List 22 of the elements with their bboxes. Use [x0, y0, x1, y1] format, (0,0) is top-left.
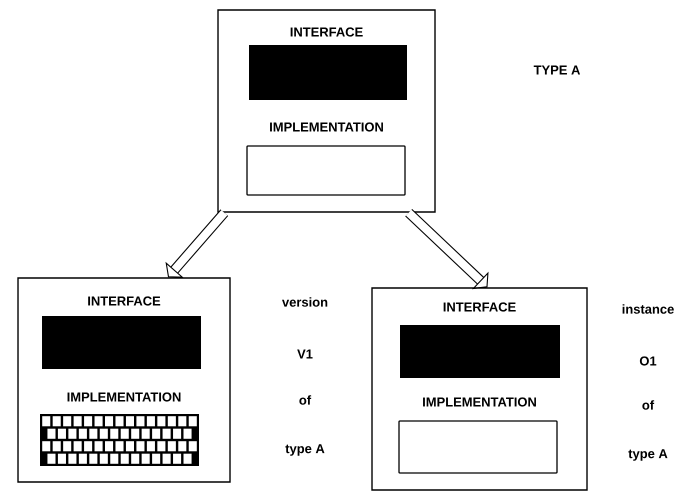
side-label: of	[642, 400, 654, 410]
side-label: V1	[297, 350, 313, 358]
filled-block	[42, 316, 201, 369]
side-label: type A	[285, 444, 324, 456]
heading: INTERFACE	[88, 296, 160, 306]
side-label: instance	[622, 304, 674, 314]
filled-block	[249, 45, 407, 100]
side-label: of	[299, 395, 312, 405]
side-label: O1	[640, 356, 656, 366]
type-label: TYPE A	[534, 66, 580, 74]
heading: INTERFACE	[290, 27, 363, 37]
heading: INTERFACE	[444, 302, 516, 312]
side-label: type A	[628, 449, 668, 461]
arrow	[405, 209, 489, 290]
heading: IMPLEMENTATION	[270, 122, 383, 132]
heading: IMPLEMENTATION	[68, 392, 180, 402]
side-label: version	[282, 297, 328, 307]
brick-pattern-block	[40, 414, 199, 466]
heading: IMPLEMENTATION	[423, 397, 536, 407]
empty-block	[398, 420, 558, 474]
filled-block	[400, 325, 560, 378]
empty-block	[246, 145, 406, 196]
